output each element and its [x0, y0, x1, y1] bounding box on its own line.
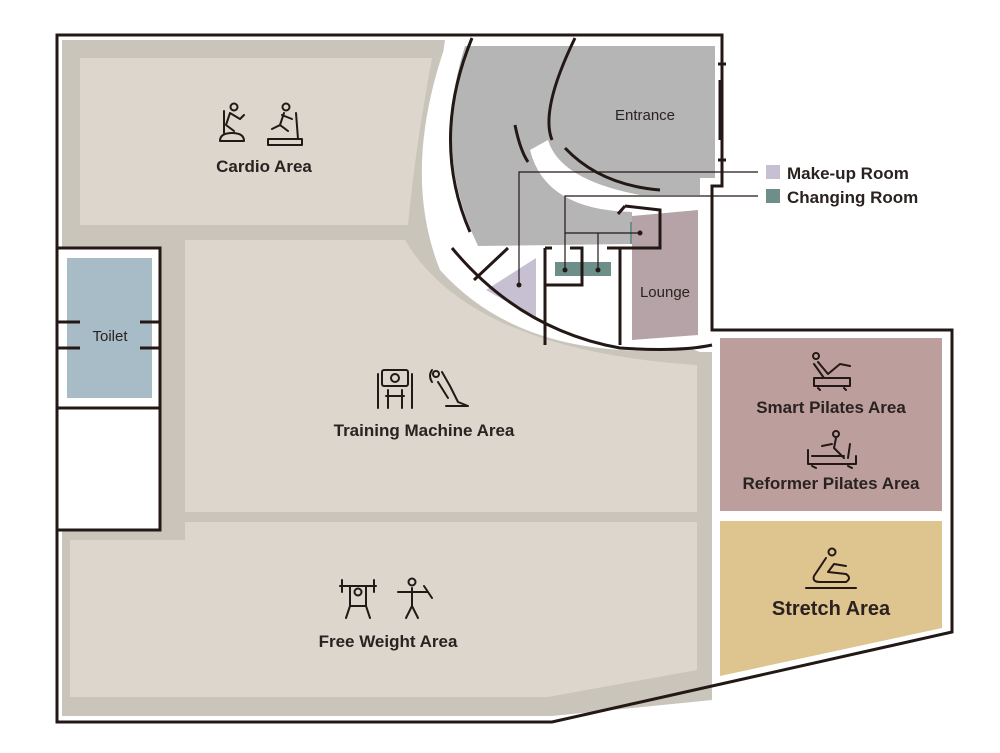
cardio-area[interactable]: Cardio Area: [80, 58, 432, 225]
reformer-pilates-icon: [807, 430, 857, 469]
stretch-icon: [805, 547, 857, 589]
stretch-area[interactable]: Stretch Area: [720, 521, 942, 676]
legend: Make-up Room Changing Room: [766, 164, 918, 207]
leg-machine-icon: [429, 369, 469, 407]
treadmill-icon: [267, 102, 303, 146]
stretch-label: Stretch Area: [772, 598, 891, 620]
chest-press-icon: [377, 369, 413, 409]
dumbbell-icon: [397, 577, 433, 619]
legend-label-makeup: Make-up Room: [787, 164, 909, 183]
smart-pilates-icon: [812, 352, 851, 391]
cardio-label: Cardio Area: [216, 157, 312, 176]
elliptical-icon: [219, 102, 245, 142]
entrance[interactable]: Entrance: [451, 46, 715, 246]
legend-leaders: [516, 171, 758, 288]
toilet-label: Toilet: [92, 328, 128, 345]
entrance-label: Entrance: [615, 107, 675, 124]
lounge[interactable]: Lounge: [632, 210, 698, 340]
lounge-label: Lounge: [640, 284, 690, 301]
legend-swatch-changing: [766, 189, 780, 203]
outer-wall: [55, 33, 954, 724]
training-machine-area[interactable]: Training Machine Area: [185, 240, 697, 512]
reformer-pilates-label: Reformer Pilates Area: [742, 474, 920, 493]
legend-swatch-makeup: [766, 165, 780, 179]
legend-label-changing: Changing Room: [787, 188, 918, 207]
toilet[interactable]: Toilet: [57, 246, 162, 532]
free-weight-area[interactable]: Free Weight Area: [70, 522, 697, 697]
free-weight-label: Free Weight Area: [319, 632, 458, 651]
smart-pilates-label: Smart Pilates Area: [756, 398, 906, 417]
entrance-walls: [449, 37, 726, 351]
barbell-squat-icon: [339, 579, 377, 619]
pilates-area[interactable]: Smart Pilates Area Reformer Pilates Area: [720, 338, 942, 511]
training-label: Training Machine Area: [334, 421, 515, 440]
make-up-room[interactable]: [486, 258, 536, 318]
